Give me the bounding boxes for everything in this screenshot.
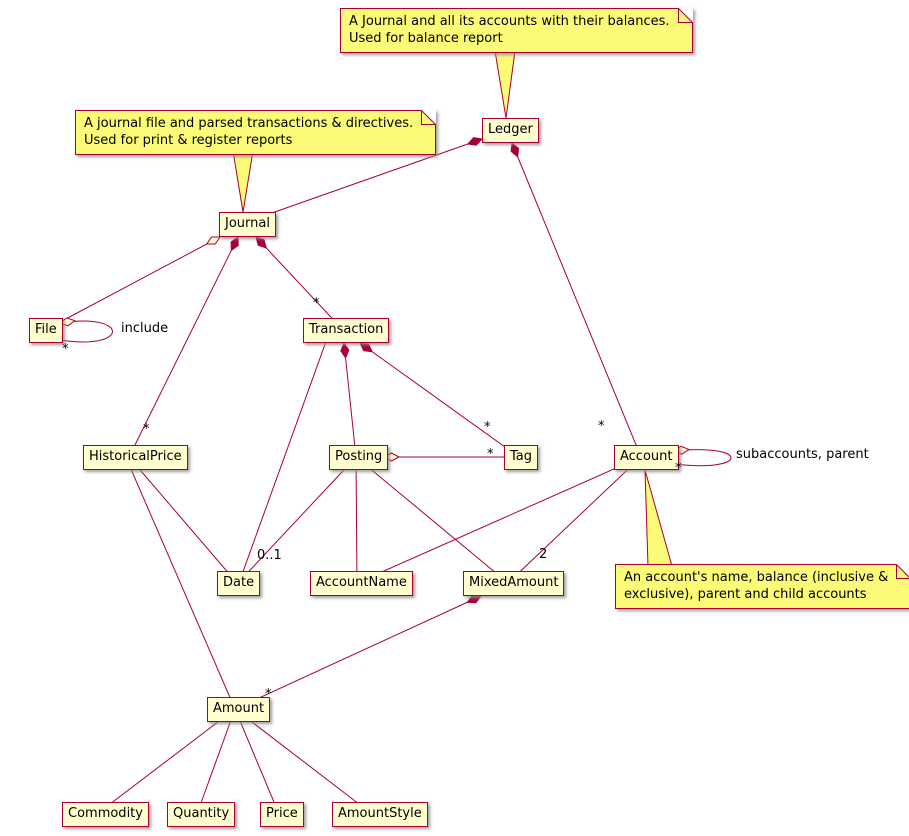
class-historicalprice-label: HistoricalPrice	[89, 449, 182, 464]
edge-posting-date	[237, 456, 357, 584]
class-amount-label: Amount	[213, 701, 265, 716]
class-amountstyle-label: AmountStyle	[338, 806, 422, 821]
edge-ledger-account	[512, 143, 642, 458]
class-account-label: Account	[620, 449, 673, 464]
class-accountname: AccountName	[310, 571, 413, 596]
edge-mixedamount-amount	[234, 596, 481, 710]
mult-journal-transaction: *	[313, 296, 320, 311]
note-account: An account's name, balance (inclusive & …	[615, 564, 909, 609]
class-posting-label: Posting	[335, 449, 383, 464]
class-quantity-label: Quantity	[173, 806, 230, 821]
edge-amount-price	[234, 708, 280, 815]
edge-account-accountname	[356, 456, 642, 584]
note-pointer-ledger	[494, 50, 516, 119]
edge-account-self-subaccounts	[674, 450, 732, 467]
edge-file-self-include	[60, 321, 113, 343]
class-tag-label: Tag	[510, 449, 533, 464]
mult-file-include: *	[62, 342, 69, 357]
note-pointer-account	[644, 469, 673, 567]
mult-mixedamount-amount: *	[265, 687, 272, 702]
class-commodity-label: Commodity	[68, 806, 143, 821]
class-posting: Posting	[329, 445, 389, 470]
edge-transaction-posting	[344, 343, 357, 458]
edge-amount-amountstyle	[234, 708, 373, 815]
note-fold-icon	[421, 110, 437, 125]
class-journal: Journal	[219, 212, 276, 237]
class-tag: Tag	[504, 445, 539, 470]
class-historicalprice: HistoricalPrice	[83, 445, 188, 470]
mult-journal-historicalprice: *	[143, 422, 150, 437]
edge-historicalprice-amount	[126, 459, 236, 710]
edge-posting-accountname	[355, 456, 358, 584]
note-ledger-line1: A Journal and all its accounts with thei…	[349, 14, 670, 29]
edge-label-subaccounts-parent: subaccounts, parent	[736, 447, 869, 462]
mult-posting-date: 0..1	[257, 548, 282, 563]
class-date: Date	[217, 571, 261, 596]
note-ledger: A Journal and all its accounts with thei…	[340, 8, 693, 53]
note-journal-line1: A journal file and parsed transactions &…	[84, 116, 414, 131]
class-transaction-label: Transaction	[309, 322, 384, 337]
edge-journal-file	[44, 237, 220, 331]
class-file-label: File	[35, 322, 57, 337]
edge-ledger-journal	[251, 139, 482, 221]
edge-historicalprice-date	[128, 456, 238, 584]
note-journal: A journal file and parsed transactions &…	[75, 110, 437, 155]
note-fold-icon	[896, 564, 909, 579]
class-file: File	[29, 318, 63, 343]
edge-amount-quantity	[196, 708, 236, 815]
note-account-line2: exclusive), parent and child accounts	[624, 587, 867, 602]
edge-account-mixedamount	[507, 456, 642, 584]
class-transaction: Transaction	[303, 318, 390, 343]
note-pointer-journal	[232, 150, 254, 213]
mult-transaction-tag: *	[484, 420, 491, 435]
class-ledger: Ledger	[482, 118, 539, 143]
class-journal-label: Journal	[225, 216, 270, 231]
class-commodity: Commodity	[62, 802, 149, 827]
class-date-label: Date	[223, 575, 255, 590]
edge-posting-mixedamount	[355, 456, 509, 584]
edge-label-include: include	[121, 321, 169, 336]
note-ledger-line2: Used for balance report	[349, 31, 503, 46]
class-amountstyle: AmountStyle	[332, 802, 428, 827]
edge-transaction-tag	[360, 343, 520, 458]
class-price: Price	[260, 802, 304, 827]
class-amount: Amount	[207, 697, 271, 722]
class-quantity: Quantity	[167, 802, 236, 827]
class-mixedamount-label: MixedAmount	[469, 575, 559, 590]
mult-posting-tag: *	[487, 447, 494, 462]
note-fold-icon	[677, 8, 693, 23]
mult-account-mixedamount: 2	[539, 547, 548, 562]
class-price-label: Price	[266, 806, 298, 821]
class-accountname-label: AccountName	[316, 575, 407, 590]
edge-journal-historicalprice	[128, 237, 238, 458]
class-mixedamount: MixedAmount	[463, 571, 565, 596]
note-account-line1: An account's name, balance (inclusive &	[624, 570, 889, 585]
mult-ledger-account: *	[598, 419, 605, 434]
edge-amount-commodity	[96, 708, 236, 815]
note-journal-line2: Used for print & register reports	[84, 133, 293, 148]
mult-account-self: *	[675, 461, 682, 476]
class-account: Account	[614, 445, 679, 470]
edge-transaction-date	[239, 335, 329, 581]
class-ledger-label: Ledger	[488, 122, 533, 137]
edge-journal-transaction	[256, 237, 344, 331]
